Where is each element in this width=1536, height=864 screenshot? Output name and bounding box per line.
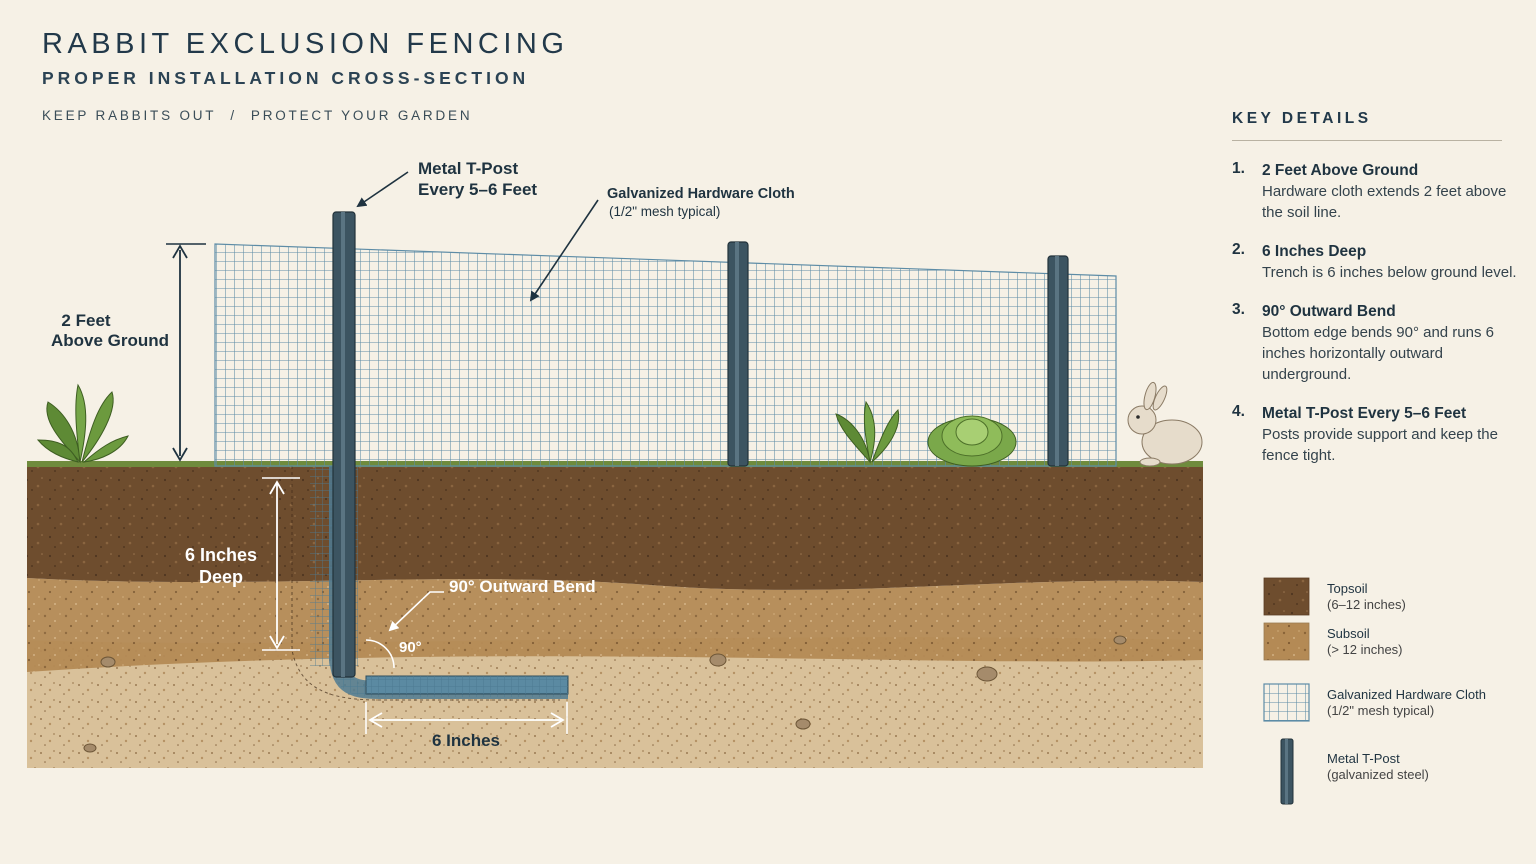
- height-label-line2: Above Ground: [51, 331, 169, 350]
- depth-label-line1: 6 Inches: [185, 545, 257, 565]
- subsoil-swatch: [1263, 622, 1310, 661]
- trench: [291, 466, 560, 701]
- depth-label-line2: Deep: [199, 567, 243, 587]
- height-label-line1: 2 Feet: [61, 311, 110, 330]
- legend-subsoil: Subsoil (> 12 inches): [1327, 626, 1403, 658]
- key-item-description: Bottom edge bends 90° and runs 6 inches …: [1262, 324, 1494, 383]
- stone: [976, 666, 998, 682]
- soil-profile: [27, 461, 1203, 768]
- rabbit-illustration: [1127, 381, 1203, 467]
- plant-left: [36, 383, 129, 464]
- key-item-heading: Metal T-Post Every 5–6 Feet: [1262, 405, 1467, 422]
- t-post-main: [332, 211, 356, 678]
- legend-topsoil: Topsoil (6–12 inches): [1327, 581, 1406, 613]
- outward-dimension: [365, 702, 568, 734]
- mesh-swatch: [1263, 683, 1310, 722]
- hardware-cloth-above-ground: [214, 243, 1117, 467]
- post-swatch: [1280, 738, 1294, 805]
- page-subtitle: PROPER INSTALLATION CROSS-SECTION: [42, 68, 530, 88]
- post-label-line2: Every 5–6 Feet: [418, 180, 537, 199]
- tagline-separator: /: [230, 108, 237, 123]
- plant-lettuce: [927, 415, 1017, 467]
- tagline-left: KEEP RABBITS OUT: [42, 108, 217, 123]
- legend-swatches: [1263, 577, 1310, 805]
- key-item-number: 3.: [1232, 301, 1245, 318]
- depth-dimension: [262, 477, 300, 651]
- outward-label: 6 Inches: [432, 731, 500, 750]
- post-callout-arrow: [356, 171, 409, 208]
- key-item-heading: 90° Outward Bend: [1262, 303, 1396, 320]
- subsoil-lower-layer: [27, 637, 1203, 768]
- bend-callout-line: [388, 591, 444, 632]
- angle-arc: [365, 639, 395, 669]
- key-item-heading: 6 Inches Deep: [1262, 243, 1367, 260]
- key-divider: [1232, 140, 1502, 141]
- height-dimension: [166, 243, 206, 462]
- legend-sublabel: (6–12 inches): [1327, 597, 1406, 612]
- tagline-right: PROTECT YOUR GARDEN: [250, 108, 473, 123]
- key-item-number: 2.: [1232, 241, 1245, 258]
- stone: [1113, 635, 1127, 645]
- stone: [795, 718, 811, 730]
- legend-t-post: Metal T-Post (galvanized steel): [1327, 751, 1429, 783]
- key-item-description: Hardware cloth extends 2 feet above the …: [1262, 183, 1507, 221]
- angle-label: 90°: [399, 639, 422, 656]
- cloth-sub-label: (1/2" mesh typical): [609, 204, 720, 219]
- key-item: 3. 90° Outward Bend Bottom edge bends 90…: [1230, 301, 1520, 385]
- stone: [100, 656, 116, 668]
- key-item-description: Posts provide support and keep the fence…: [1262, 426, 1498, 464]
- legend-sublabel: (1/2" mesh typical): [1327, 703, 1435, 718]
- metal-t-posts: [332, 211, 1069, 678]
- legend-sublabel: (> 12 inches): [1327, 642, 1403, 657]
- key-item-number: 4.: [1232, 403, 1245, 420]
- key-item-heading: 2 Feet Above Ground: [1262, 162, 1419, 179]
- cloth-callout-arrow: [529, 199, 599, 302]
- t-post-middle: [727, 241, 749, 467]
- key-item: 2. 6 Inches Deep Trench is 6 inches belo…: [1230, 241, 1520, 283]
- key-item: 1. 2 Feet Above Ground Hardware cloth ex…: [1230, 160, 1520, 223]
- legend-label: Metal T-Post: [1327, 751, 1400, 766]
- key-details-list: 1. 2 Feet Above Ground Hardware cloth ex…: [1230, 160, 1520, 484]
- legend-hardware-cloth: Galvanized Hardware Cloth (1/2" mesh typ…: [1327, 687, 1486, 719]
- plant-middle: [835, 400, 900, 464]
- key-item: 4. Metal T-Post Every 5–6 Feet Posts pro…: [1230, 403, 1520, 466]
- page-title: RABBIT EXCLUSION FENCING: [42, 28, 569, 60]
- legend-label: Galvanized Hardware Cloth: [1327, 687, 1486, 702]
- legend-sublabel: (galvanized steel): [1327, 767, 1429, 782]
- key-details-title: KEY DETAILS: [1232, 110, 1372, 127]
- post-label-line1: Metal T-Post: [418, 159, 518, 178]
- bend-label: 90° Outward Bend: [449, 577, 596, 596]
- stone: [83, 743, 97, 753]
- tagline: KEEP RABBITS OUT / PROTECT YOUR GARDEN: [42, 108, 472, 123]
- legend-label: Subsoil: [1327, 626, 1370, 641]
- key-item-description: Trench is 6 inches below ground level.: [1262, 264, 1517, 281]
- stone: [709, 653, 727, 667]
- topsoil-swatch: [1263, 577, 1310, 616]
- t-post-right: [1047, 255, 1069, 467]
- key-item-number: 1.: [1232, 160, 1245, 177]
- cloth-label: Galvanized Hardware Cloth: [607, 186, 795, 202]
- legend-label: Topsoil: [1327, 581, 1368, 596]
